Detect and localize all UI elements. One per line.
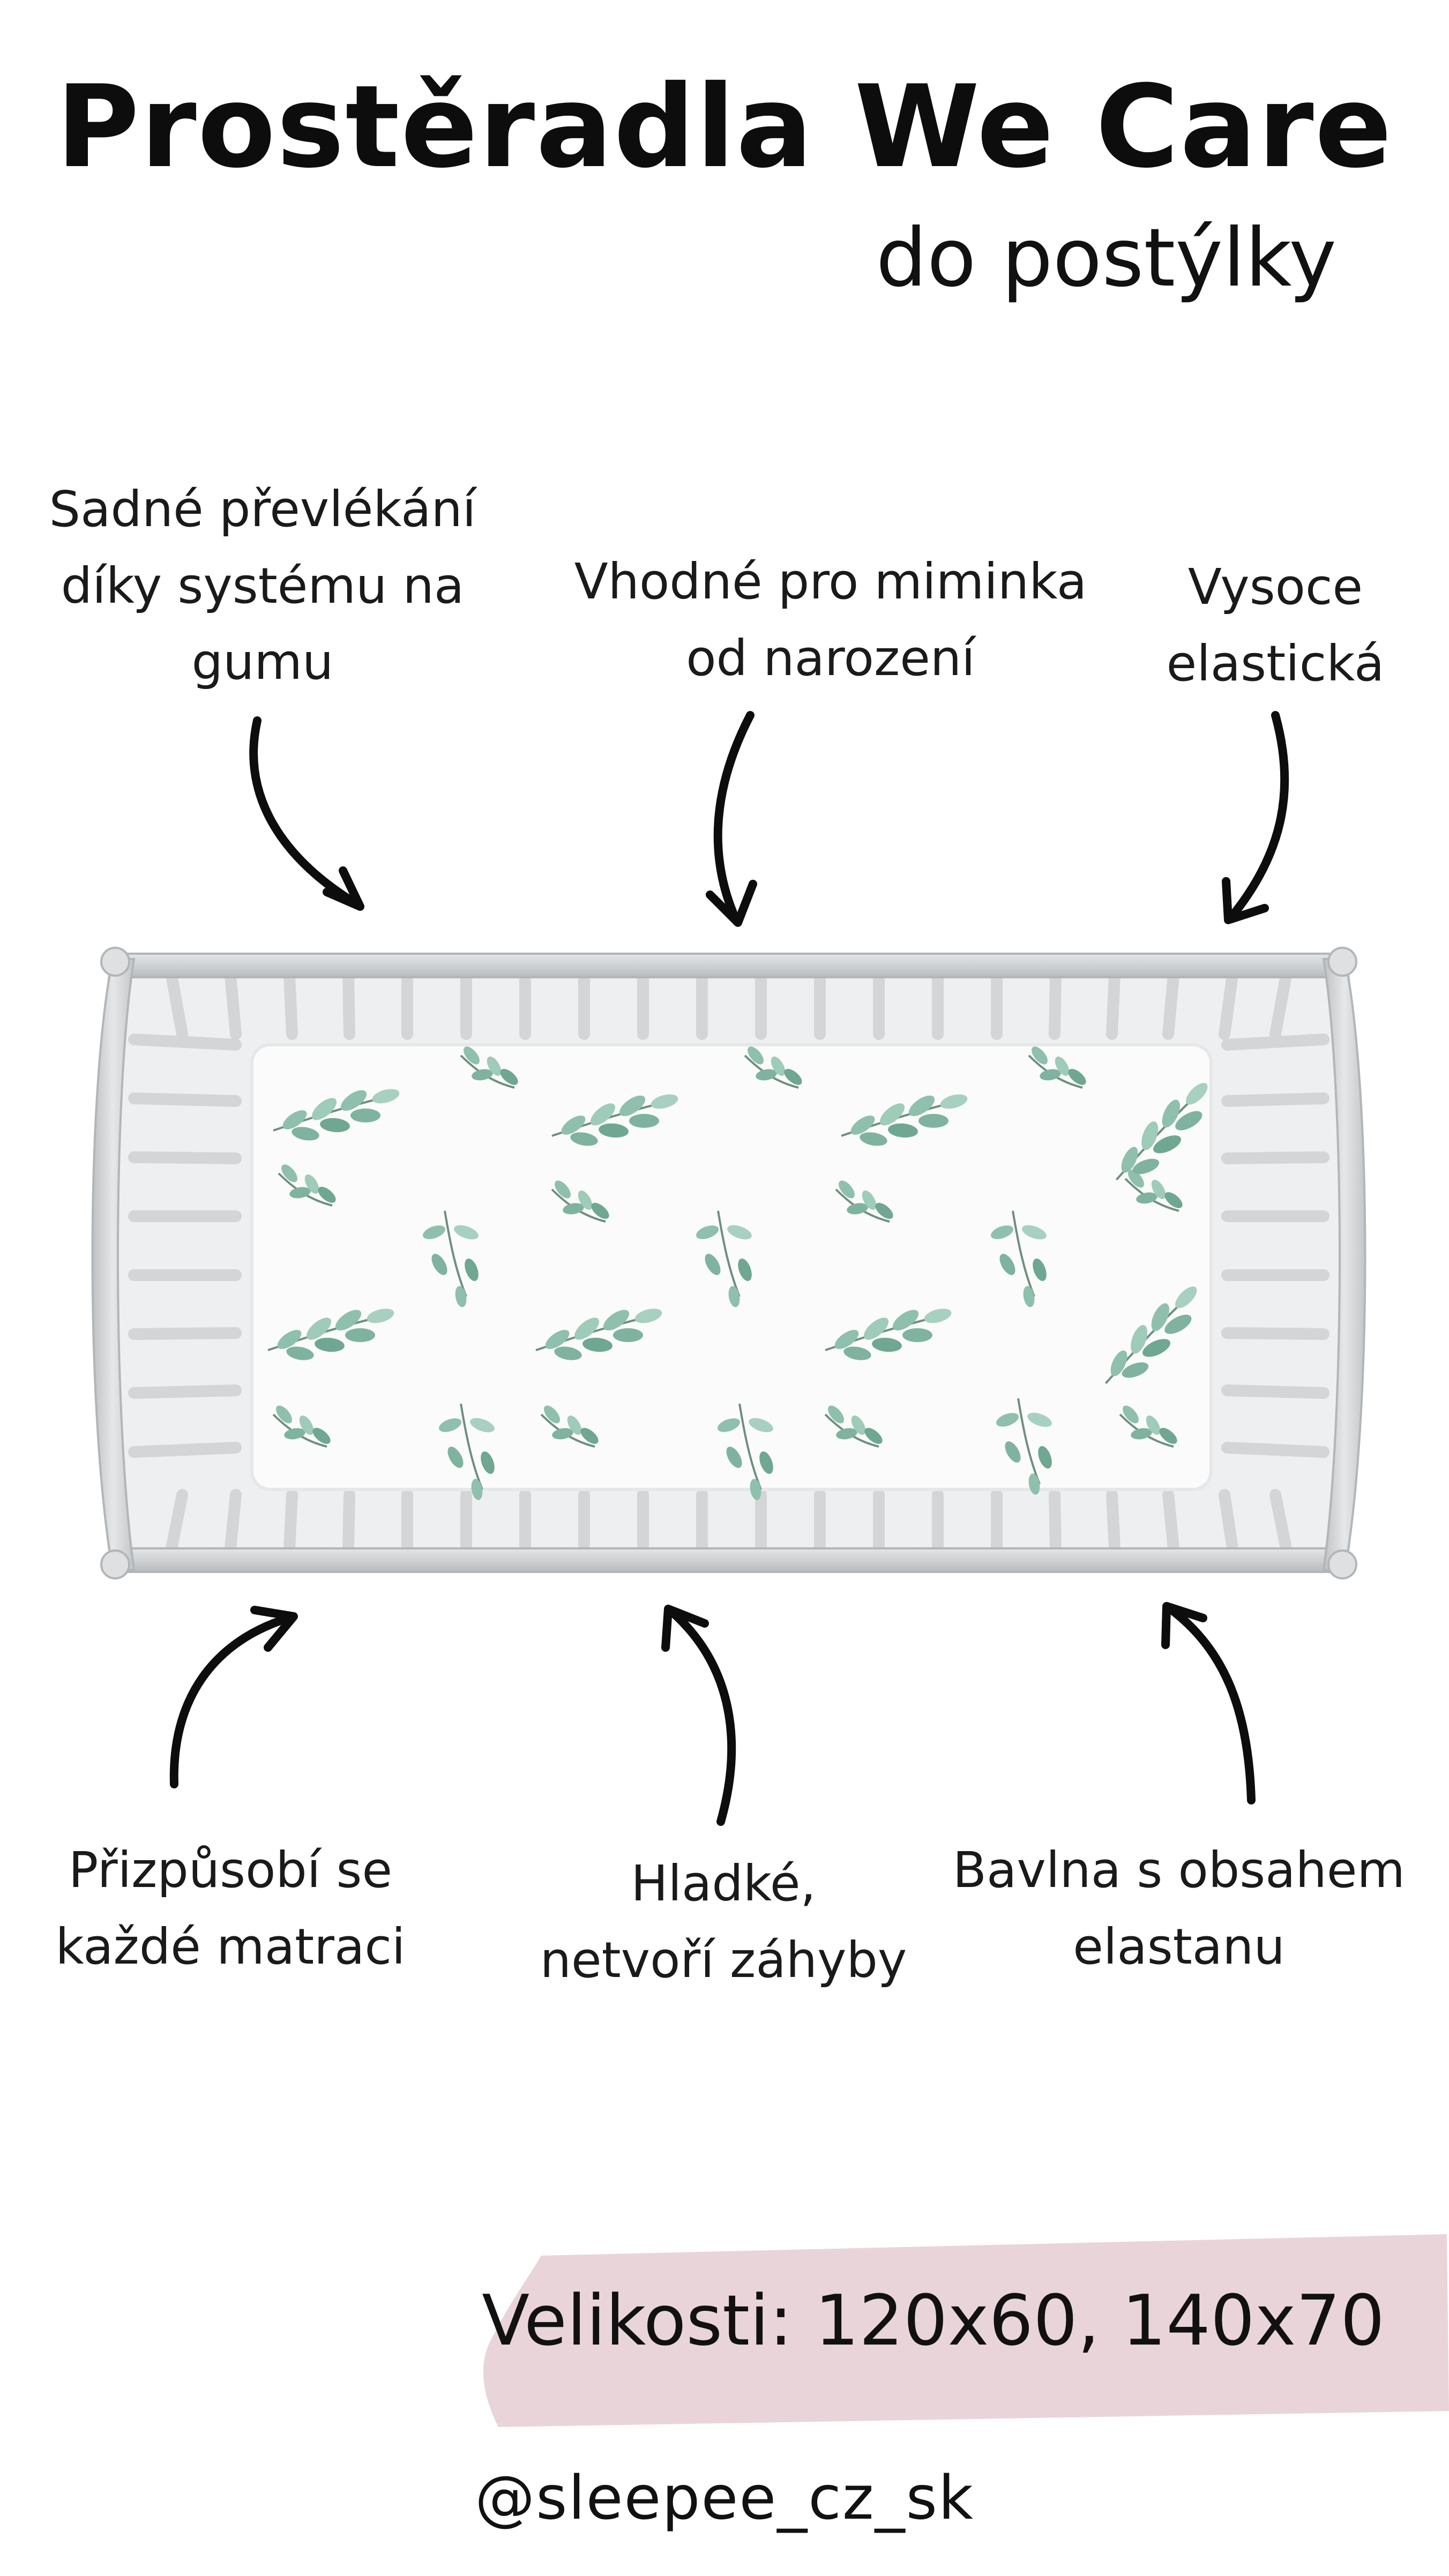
social-handle: @sleepee_cz_sk [475,2463,974,2533]
feature-line: díky systému na [61,557,465,615]
feature-line: Hladké, [631,1855,816,1912]
feature-line: Sadné převlékání [49,481,476,538]
feature-line: Vysoce [1187,558,1363,616]
feature-line: Přizpůsobí se [68,1841,393,1899]
crib-frame [91,947,1366,1579]
feature-line: Vhodné pro miminka [574,553,1087,610]
sizes-label: Velikosti: 120x60, 140x70 [482,2280,1385,2361]
arrow-icon [661,1605,736,1826]
crib-top-slats [166,969,1292,1040]
feature-line: od narození [686,629,975,687]
feature-line: každé matraci [55,1918,406,1975]
feature-line: elastanu [1073,1918,1285,1975]
feature-fitting: Sadné převlékání díky systému na gumu [21,471,504,701]
arrow-icon [706,711,757,927]
page-subtitle: do postýlky [876,212,1336,305]
feature-smooth: Hladké, netvoří záhyby [482,1846,965,1998]
fitted-sheet [250,1043,1213,1491]
crib-left-slats [128,1034,242,1458]
feature-line: gumu [191,633,334,691]
feature-fits-mattress: Přizpůsobí se každé matraci [11,1832,450,1985]
feature-elastic: Vysoce elastická [1115,549,1436,702]
feature-cotton: Bavlna s obsahem elastanu [911,1832,1447,1985]
page-title: Prostěradla We Care [56,61,1393,193]
arrow-icon [1161,1602,1256,1804]
feature-line: Bavlna s obsahem [952,1841,1406,1899]
feature-line: elastická [1166,634,1385,692]
crib-bottom-slats [166,1489,1292,1554]
size-highlight-band [483,2234,1449,2427]
crib-image [91,947,1366,1579]
arrow-icon [249,716,364,911]
crib-right-slats [1221,1034,1330,1458]
feature-line: netvoří záhyby [540,1931,907,1989]
feature-newborn: Vhodné pro miminka od narození [536,544,1125,697]
arrow-icon [1222,711,1289,924]
arrow-icon [169,1606,298,1788]
